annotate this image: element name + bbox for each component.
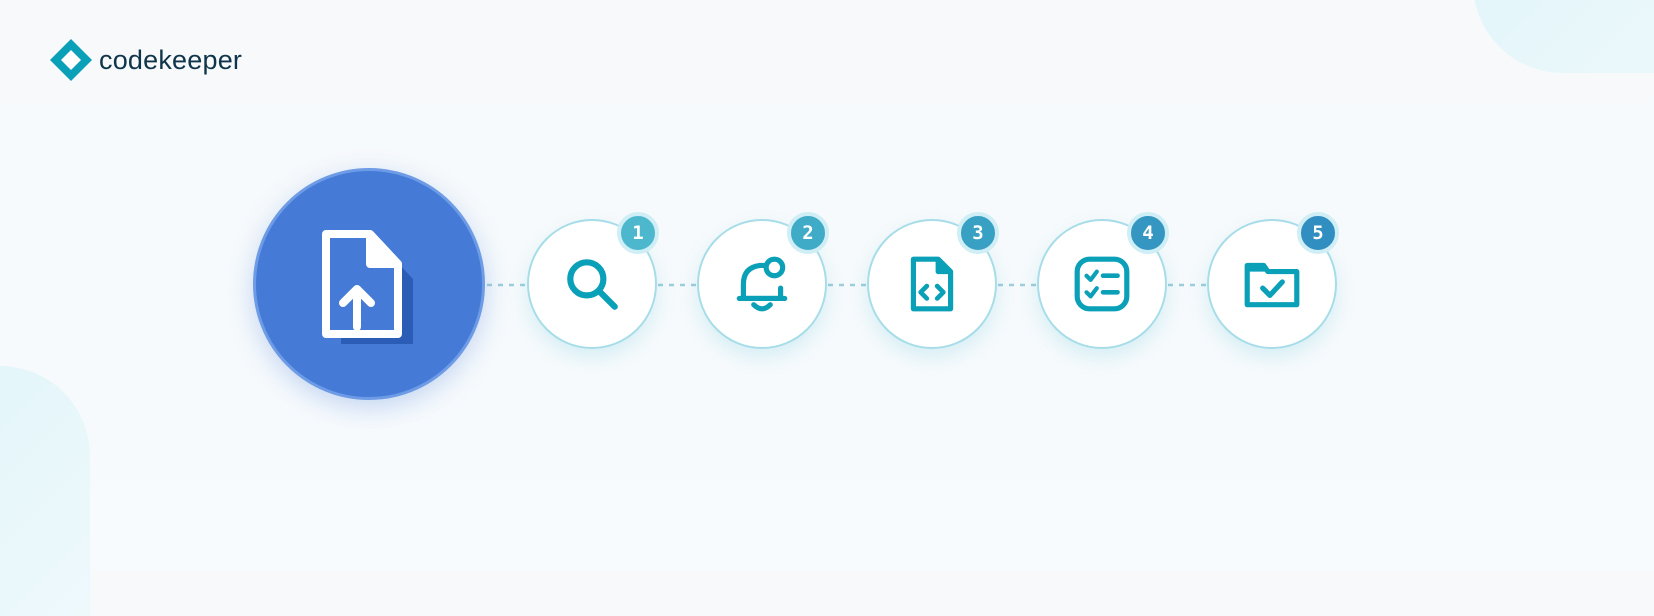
step-5-folder-verified[interactable]: 5 xyxy=(1207,212,1339,349)
step-number-badge: 5 xyxy=(1297,212,1339,254)
bell-notification-icon xyxy=(736,256,788,312)
code-file-icon xyxy=(910,256,954,312)
codekeeper-logo-icon xyxy=(50,39,92,81)
step-3-code-file[interactable]: 3 xyxy=(867,212,999,349)
step-number-badge: 3 xyxy=(957,212,999,254)
brand-name: codekeeper xyxy=(99,44,243,75)
step-connector-lines xyxy=(487,283,1207,287)
step-4-checklist[interactable]: 4 xyxy=(1037,212,1169,349)
brand-logo[interactable]: codekeeper xyxy=(49,38,242,82)
file-upload-icon xyxy=(322,230,413,344)
folder-check-icon xyxy=(1244,262,1300,308)
checklist-icon xyxy=(1074,256,1130,312)
step-number-badge: 2 xyxy=(787,212,829,254)
step-2-notification[interactable]: 2 xyxy=(697,212,829,349)
step-number-badge: 1 xyxy=(617,212,659,254)
file-upload-circle xyxy=(253,168,485,400)
step-1-search[interactable]: 1 xyxy=(527,212,659,349)
search-icon xyxy=(567,259,618,310)
step-number-badge: 4 xyxy=(1127,212,1169,254)
